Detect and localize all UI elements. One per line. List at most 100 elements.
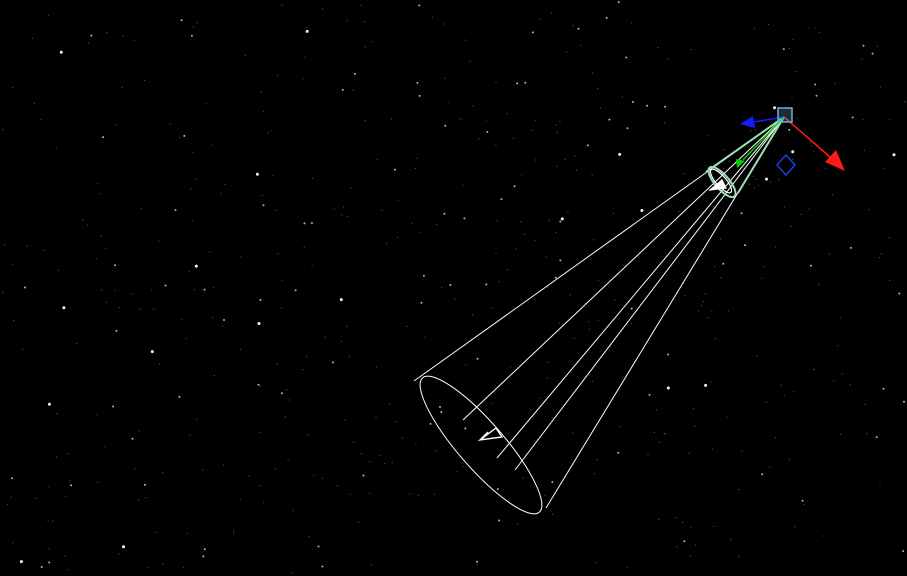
star — [801, 499, 804, 502]
spot-light-helper[interactable] — [405, 116, 785, 527]
star — [546, 377, 549, 379]
star — [577, 27, 580, 30]
star — [31, 37, 34, 40]
star — [381, 209, 383, 211]
star — [841, 373, 843, 375]
star — [411, 222, 413, 224]
star — [738, 556, 740, 558]
star — [506, 269, 508, 271]
star — [346, 20, 348, 22]
star — [223, 319, 225, 321]
star — [666, 386, 670, 390]
star — [551, 513, 553, 516]
star — [24, 286, 26, 289]
star — [397, 199, 399, 201]
gizmo-z-axis-handle[interactable] — [740, 116, 785, 128]
star — [183, 134, 186, 137]
star — [530, 409, 532, 411]
star — [556, 165, 558, 168]
star — [875, 436, 878, 439]
star — [559, 220, 562, 223]
star — [122, 35, 124, 37]
star — [263, 501, 265, 504]
star — [782, 48, 785, 51]
star — [539, 18, 542, 20]
star — [617, 1, 620, 4]
star — [608, 118, 611, 121]
star — [192, 151, 194, 153]
star — [862, 118, 864, 120]
direction-arrow-icon — [477, 426, 504, 442]
star — [834, 82, 836, 84]
star — [714, 266, 716, 268]
star — [704, 383, 708, 387]
star — [498, 281, 500, 283]
star — [138, 430, 140, 432]
star — [239, 498, 241, 500]
star — [114, 264, 116, 267]
star — [596, 458, 598, 461]
star — [713, 525, 715, 528]
star — [70, 484, 73, 487]
star — [233, 533, 235, 535]
star — [307, 434, 309, 436]
star — [196, 22, 198, 24]
star — [97, 481, 99, 483]
star — [178, 396, 181, 398]
star — [722, 262, 725, 265]
star — [193, 289, 196, 291]
star — [667, 353, 670, 356]
star — [491, 402, 493, 404]
star — [260, 91, 262, 93]
cone-ray-2 — [496, 116, 785, 459]
star — [462, 466, 464, 468]
star — [174, 209, 177, 212]
gizmo-center-handle[interactable] — [777, 107, 793, 123]
star — [573, 337, 575, 340]
star — [262, 204, 265, 207]
star — [2, 292, 4, 294]
star — [240, 256, 242, 258]
star — [888, 236, 890, 239]
star — [203, 548, 206, 551]
star — [640, 209, 644, 212]
star — [346, 325, 348, 328]
star — [386, 242, 388, 244]
star — [391, 461, 393, 464]
star — [796, 117, 798, 120]
star — [783, 206, 786, 208]
star — [100, 235, 102, 237]
star — [486, 130, 489, 133]
star — [476, 560, 478, 563]
star — [807, 27, 809, 29]
gizmo-x-axis-handle[interactable] — [783, 116, 845, 171]
star — [433, 493, 435, 495]
star — [340, 340, 342, 342]
star — [720, 238, 722, 240]
star — [588, 321, 590, 323]
cone-ray-3 — [514, 116, 785, 471]
star — [106, 32, 108, 34]
star — [723, 149, 725, 151]
star — [40, 566, 43, 568]
gizmo-plane-handle[interactable] — [775, 153, 797, 177]
transform-gizmo[interactable] — [736, 107, 845, 177]
star — [375, 416, 377, 418]
star — [491, 307, 493, 309]
star — [754, 187, 756, 189]
star — [889, 279, 891, 282]
gizmo-y-axis-handle[interactable] — [736, 116, 785, 168]
star — [485, 120, 487, 122]
star — [179, 136, 181, 138]
star — [630, 22, 633, 24]
star — [599, 107, 602, 109]
star — [837, 344, 839, 347]
star — [750, 130, 752, 132]
star — [547, 286, 549, 288]
star — [783, 394, 785, 396]
star — [524, 81, 527, 84]
star — [698, 310, 700, 312]
star — [212, 316, 214, 318]
